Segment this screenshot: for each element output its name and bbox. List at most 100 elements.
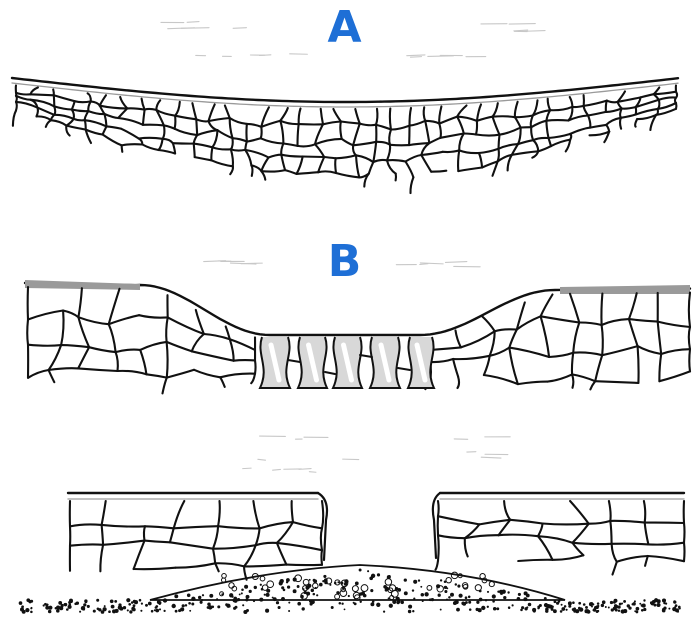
panel-a-cell-wall: [570, 97, 573, 107]
panel-c-granule: [133, 600, 136, 603]
panel-a-cell-wall: [336, 155, 356, 158]
panel-c-ring-granule: [475, 585, 481, 591]
panel-c-granule: [668, 608, 670, 610]
panel-c-granule: [408, 605, 412, 609]
panel-c-right-cell-wall: [553, 555, 584, 560]
panel-b-right-cell-wall: [658, 322, 662, 354]
panel-a-cell-wall: [439, 124, 441, 138]
panel-a-cell-wall: [139, 138, 163, 139]
panel-a-cell-wall: [425, 121, 439, 124]
panel-a-cell-wall: [298, 144, 316, 146]
panel-b-left-cell-wall: [167, 342, 168, 378]
panel-c-granule: [187, 594, 191, 598]
panel-a-cell-wall: [584, 101, 607, 106]
panel-a-cell-wall: [458, 150, 459, 171]
panel-a-cell-wall: [353, 145, 356, 155]
panel-a-cell-wall: [299, 109, 301, 125]
panel-c-granule: [615, 609, 618, 612]
panel-c-granule: [602, 600, 606, 604]
panel-a-cell-wall: [75, 101, 91, 102]
panel-c-granule: [653, 604, 656, 607]
panel-a-cell-wall: [66, 126, 85, 130]
panel-a-cell-wall: [476, 135, 500, 136]
panel-c-granule: [545, 610, 548, 613]
panel-c-granule: [20, 608, 24, 612]
panel-c-granule: [575, 609, 579, 613]
panel-a-cell-wall: [211, 160, 232, 166]
panel-a-cell-wall: [74, 119, 85, 121]
panel-a-cell-wall: [86, 130, 103, 135]
faint-mark: [187, 22, 199, 23]
panel-c-left-cell-wall: [213, 526, 218, 549]
panel-c-granule: [309, 579, 311, 581]
panel-b-left-cell-wall: [255, 360, 256, 373]
panel-c-granule: [26, 599, 29, 602]
panel-a-cell-wall: [16, 96, 31, 100]
panel-c-granule: [209, 594, 213, 598]
panel-b-left-cell-wall: [28, 311, 63, 320]
panel-c-granule: [487, 591, 489, 593]
panel-a-cell-wall: [85, 111, 89, 120]
panel-a-cell-wall: [335, 158, 336, 173]
panel-c-granule: [597, 605, 599, 607]
panel-a-cell-wall: [533, 140, 538, 151]
panel-a-cell-wall: [30, 88, 38, 95]
panel-a-cell-wall: [476, 121, 477, 135]
panel-a-cell-wall: [360, 124, 376, 126]
panel-c-left-cell-wall: [277, 543, 322, 550]
panel-a-cell-wall: [341, 122, 360, 124]
panel-c-granule: [618, 606, 621, 609]
panel-b-left-cell-wall: [167, 342, 192, 351]
panel-c-granule: [608, 607, 610, 609]
panel-c-granule: [371, 574, 375, 578]
panel-b-left-cell-wall: [49, 370, 55, 382]
panel-c-granule: [191, 602, 194, 605]
panel-a-cell-wall: [531, 121, 546, 128]
panel-a-cell-wall: [225, 106, 230, 119]
faint-mark: [410, 57, 421, 58]
panel-a-cell-wall: [410, 108, 412, 126]
panel-c-granule: [69, 599, 73, 603]
panel-c-right-cell-wall: [645, 523, 649, 545]
panel-c-granule: [610, 601, 613, 604]
panel-c-granule: [25, 608, 29, 612]
panel-a: [12, 78, 678, 193]
panel-a-cell-wall: [85, 120, 86, 129]
panel-c-left-cell-wall: [170, 542, 213, 548]
panel-c-granule: [468, 601, 471, 604]
panel-c-granule: [485, 599, 487, 601]
panel-a-surface-inner-line: [12, 83, 678, 107]
panel-a-cell-wall: [297, 157, 303, 174]
panel-c-granule: [208, 605, 212, 609]
faint-mark: [407, 55, 425, 56]
panel-a-cell-wall: [54, 95, 75, 101]
panel-c-left-cell-wall: [321, 528, 322, 550]
panel-a-cell-wall: [142, 145, 158, 151]
panel-b-left-cell-wall: [194, 370, 220, 378]
panel-c-granule: [279, 581, 283, 585]
panel-a-cell-wall: [175, 129, 198, 135]
panel-c-granule: [578, 602, 581, 605]
panel-b-left-cell-wall: [166, 317, 168, 342]
panel-a-cell-wall: [88, 93, 91, 101]
panel-c-right-cell-wall: [610, 521, 611, 544]
panel-b-left-cell-wall: [118, 371, 147, 374]
panel-a-cell-wall: [546, 120, 568, 121]
panel-b-left-cell-wall: [234, 360, 255, 361]
panel-b-right-cell-wall: [595, 381, 638, 383]
panel-c-granule: [639, 603, 641, 605]
panel-b-right-cell-wall: [570, 294, 579, 323]
panel-c-granule: [287, 585, 290, 588]
panel-a-cell-wall: [477, 117, 493, 121]
panel-c-granule: [404, 578, 407, 581]
panel-c-granule: [139, 599, 142, 602]
panel-a-cell-wall: [353, 124, 360, 146]
panel-a-cell-wall: [13, 111, 16, 126]
panel-c-ring-granule: [340, 590, 347, 597]
panel-c-left-cell-wall: [70, 544, 103, 545]
panel-a-cell-wall: [641, 94, 654, 97]
panel-a-cell-wall: [122, 145, 123, 151]
panel-c-left-cell-wall: [213, 549, 215, 564]
panel-c-right-cell-wall: [648, 556, 684, 561]
